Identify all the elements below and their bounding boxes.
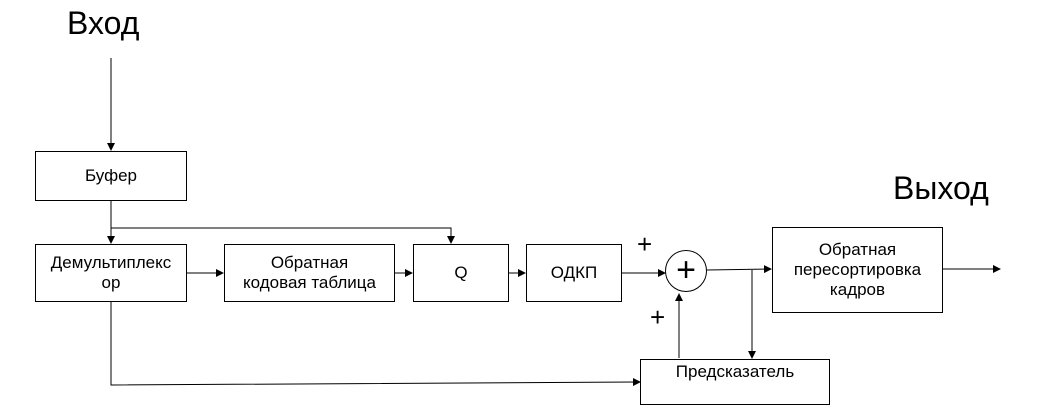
inverse-codebook-label-line2: кодовая таблица (243, 273, 376, 292)
summing-junction-symbol: + (676, 250, 696, 289)
q-block: Q (413, 244, 509, 302)
input-label: Вход (67, 5, 140, 41)
arrow-sum-to-reorder (706, 265, 772, 274)
demultiplexer-label-line2: ор (101, 273, 121, 292)
frame-reorder-block: Обратная пересортировка кадров (772, 227, 943, 313)
frame-reorder-label-line2: пересортировка (793, 260, 922, 279)
q-label: Q (454, 263, 468, 282)
demultiplexer-block: Демультиплекс ор (35, 244, 187, 302)
predictor-label: Предсказатель (675, 362, 795, 381)
plus-sign-top: + (637, 229, 653, 259)
arrow-demux-to-predictor (110, 302, 641, 387)
frame-reorder-label-line1: Обратная (818, 240, 897, 259)
inverse-codebook-block: Обратная кодовая таблица (224, 244, 395, 302)
summing-junction: + (665, 250, 707, 292)
inverse-codebook-label-line1: Обратная (270, 253, 349, 272)
output-label: Выход (893, 170, 989, 206)
predictor-block: Предсказатель (640, 359, 830, 405)
idct-block: ОДКП (526, 244, 622, 302)
arrow-buffer-to-q (111, 227, 455, 244)
idct-label: ОДКП (550, 263, 598, 282)
buffer-block: Буфер (35, 151, 187, 201)
frame-reorder-label-line3: кадров (829, 280, 886, 299)
demultiplexer-label-line1: Демультиплекс (50, 253, 172, 272)
buffer-label: Буфер (85, 166, 137, 185)
plus-sign-bottom: + (650, 302, 666, 332)
